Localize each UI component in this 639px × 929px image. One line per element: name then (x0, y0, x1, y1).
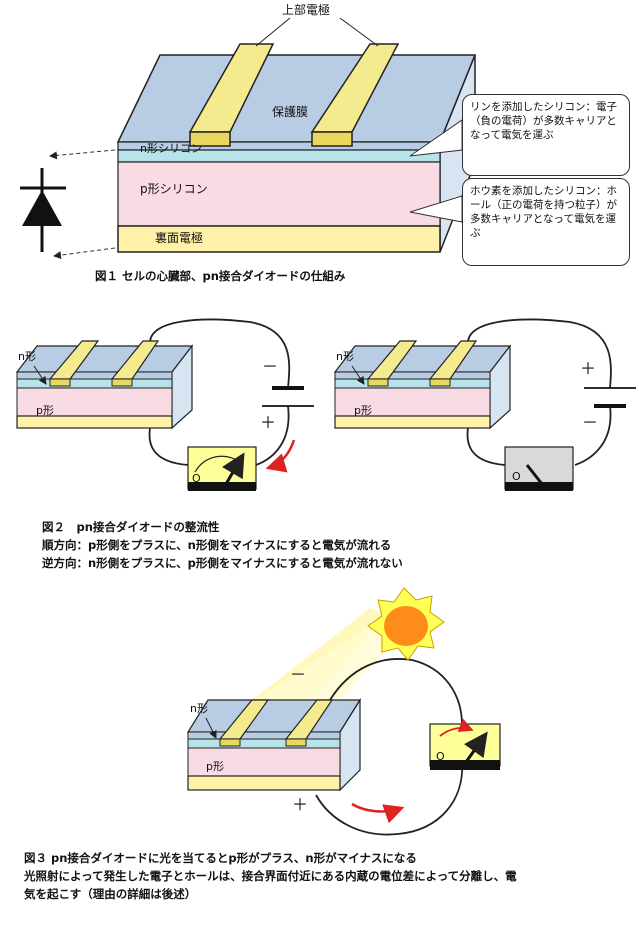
fig3-meter-needle (464, 731, 488, 763)
fig1-protective-label: 保護膜 (272, 104, 308, 119)
fig2-right-bottom-sign: － (582, 413, 598, 432)
fig1-electrode-1 (188, 43, 275, 147)
fig2-caption-line-2: 順方向：p形側をプラスに、n形側をマイナスにすると電気が流れる (42, 538, 392, 552)
fig3-wire (315, 658, 464, 836)
fig2-left-meter-zero: O (192, 472, 201, 485)
fig2-right-p-label: p形 (354, 404, 372, 417)
fig3-caption-line-2: 光照射によって発生した電子とホールは、接合界面付近にある内蔵の電位差によって分離… (24, 869, 517, 883)
fig3-minus-sign: － (290, 665, 306, 684)
fig1-top-electrode-label: 上部電極 (282, 2, 330, 17)
fig2-left-meter-needle (222, 452, 245, 485)
fig3-caption-line-3: 気を起こす（理由の詳細は後述） (24, 887, 197, 901)
fig1-protective-top (116, 54, 477, 143)
fig2-right-wire (466, 318, 612, 466)
fig1-cell-diagram: 上部電極 保護膜 n形シリコン p形シリコン 裏面電極 (20, 2, 477, 260)
fig3-p-label: p形 (206, 760, 224, 773)
sun-icon (367, 587, 445, 661)
fig2-right-top-sign: ＋ (580, 359, 596, 378)
fig2-left-n-label: n形 (18, 350, 36, 363)
fig2-right-meter-needle (525, 464, 544, 485)
fig2-right-n-label: n形 (336, 350, 354, 363)
fig3-caption-line-1: 図３ pn接合ダイオードに光を当てるとp形がプラス、n形がマイナスになる (24, 851, 417, 865)
fig3-photovoltaic: n形 p形 － ＋ O (186, 587, 501, 836)
fig2-left-wire (148, 318, 291, 466)
callout-n-silicon: リンを添加したシリコン：電子（負の電荷）が多数キャリアとなって電気を運ぶ (462, 94, 630, 176)
fig3-meter-arrow (439, 718, 474, 737)
fig3-light-beam (232, 608, 385, 716)
fig2-caption-line-3: 逆方向：n形側をプラスに、p形側をマイナスにすると電気が流れない (42, 556, 403, 570)
fig1-caption: 図１ セルの心臓部、pn接合ダイオードの仕組み (95, 269, 346, 283)
fig2-left-circuit: n形 p形 － ＋ O (15, 318, 314, 491)
fig2-right-meter-zero: O (512, 470, 521, 483)
fig1-electrode-2 (310, 43, 400, 147)
fig1-dashed-to-back (53, 247, 116, 260)
fig2-left-p-label: p形 (36, 404, 54, 417)
fig1-back-electrode (117, 225, 441, 253)
fig2-caption-line-1: 図２ pn接合ダイオードの整流性 (42, 520, 220, 534)
fig1-dashed-to-n (49, 149, 116, 160)
fig1-p-silicon-label: p形シリコン (140, 182, 208, 196)
diode-symbol (20, 168, 66, 252)
fig3-current-arrow (351, 802, 405, 824)
fig3-plus-sign: ＋ (292, 795, 308, 814)
fig2-right-circuit: n形 p形 ＋ － O (333, 318, 636, 491)
callout-p-silicon: ホウ素を添加したシリコン：ホール（正の電荷を持つ粒子）が多数キャリアとなって電気… (462, 178, 630, 266)
fig1-back-electrode-label: 裏面電極 (155, 230, 203, 245)
fig3-meter-zero: O (436, 750, 445, 763)
fig3-n-label: n形 (190, 702, 208, 715)
fig2-left-bottom-sign: ＋ (260, 413, 276, 432)
fig2-left-top-sign: － (262, 357, 278, 376)
fig2-left-current-arrow (265, 439, 296, 473)
fig1-n-silicon-label: n形シリコン (140, 142, 202, 155)
